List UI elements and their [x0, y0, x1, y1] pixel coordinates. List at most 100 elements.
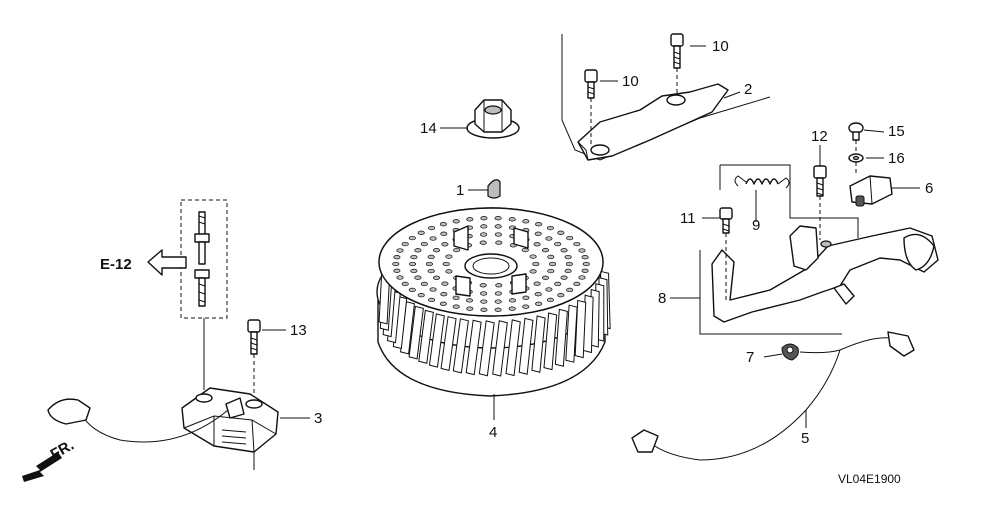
flywheel-hole	[466, 217, 474, 222]
callout-16: 16	[888, 150, 905, 167]
stud-dashed-box	[180, 199, 228, 390]
callout-5: 5	[801, 430, 809, 447]
flywheel-fin	[492, 320, 508, 377]
flywheel-hole	[535, 301, 543, 306]
flywheel-hole	[564, 268, 572, 274]
flywheel-hole	[442, 261, 450, 267]
flywheel-hole	[565, 261, 573, 267]
flywheel-hole	[560, 248, 568, 253]
flywheel-hole	[534, 231, 542, 236]
flywheel-fin	[408, 305, 424, 360]
ignition-coil-3	[47, 387, 279, 470]
flywheel-hole	[429, 287, 437, 292]
flywheel-fin	[574, 299, 587, 359]
flywheel-fin	[440, 316, 457, 371]
callout-3: 3	[314, 410, 322, 427]
callout-6: 6	[925, 180, 933, 197]
flywheel-hole	[465, 298, 474, 303]
callout-8: 8	[658, 290, 666, 307]
bolt-10-upper	[670, 33, 684, 95]
flywheel-hole	[401, 241, 409, 247]
flywheel-hole	[541, 248, 550, 253]
spring-9	[734, 175, 790, 189]
flywheel-hole	[417, 230, 425, 235]
callout-1: 1	[456, 182, 464, 199]
flywheel-hole	[560, 275, 568, 280]
flywheel-hole	[427, 254, 435, 260]
drawing-code: VL04E1900	[838, 472, 901, 486]
flywheel-hole	[439, 222, 447, 227]
flywheel-hole	[417, 293, 425, 298]
flywheel-hole	[408, 235, 416, 241]
flywheel-hole	[578, 275, 586, 280]
flywheel-hole	[428, 225, 436, 231]
flywheel-hole	[546, 225, 554, 231]
flywheel-hole	[480, 299, 488, 304]
flywheel-hole	[396, 275, 404, 280]
flywheel-hole	[401, 281, 409, 287]
flywheel-hole	[494, 216, 502, 221]
flywheel-hole	[429, 236, 437, 241]
flywheel-hole	[427, 268, 435, 274]
flywheel-hole	[566, 235, 574, 241]
flywheel-hole	[480, 307, 488, 312]
flywheel-hole	[441, 281, 449, 286]
flywheel-fin	[478, 320, 495, 377]
flywheel-hole	[479, 283, 487, 288]
flywheel-fin	[418, 309, 434, 364]
flywheel-hole	[547, 268, 555, 274]
flywheel-4	[376, 207, 611, 397]
flywheel-hole	[425, 261, 433, 267]
flywheel-hole	[393, 268, 401, 273]
flywheel-hole	[557, 293, 565, 298]
flywheel-hole	[453, 247, 461, 253]
flywheel-hole	[420, 241, 428, 247]
flywheel-hole	[522, 304, 530, 309]
flywheel-fin	[428, 313, 445, 368]
flywheel-hole	[573, 281, 581, 287]
flywheel-hole	[545, 236, 553, 241]
callout-9: 9	[752, 217, 760, 234]
flywheel-fin	[543, 312, 558, 371]
stop-switch-6	[849, 175, 893, 207]
flywheel-hole	[532, 261, 540, 267]
flywheel-hole	[554, 281, 562, 287]
flywheel-fin	[465, 319, 482, 376]
flywheel-fin	[452, 318, 469, 374]
ground-wire-5	[631, 331, 915, 461]
callout-7: 7	[746, 349, 754, 366]
flywheel-hole	[439, 301, 447, 306]
callout-2: 2	[744, 81, 752, 98]
flywheel-hole	[535, 222, 543, 227]
flywheel-hole	[414, 248, 422, 253]
callout-13: 13	[290, 322, 307, 339]
flywheel-fin	[505, 319, 521, 377]
flywheel-fins	[378, 270, 611, 377]
flywheel-hole	[566, 287, 574, 293]
flywheel-hole	[547, 254, 555, 260]
flywheel-hole	[392, 261, 400, 267]
flywheel-hole	[564, 254, 572, 260]
flywheel-hole	[432, 275, 441, 280]
flywheel-hole	[414, 275, 422, 280]
washer-16	[848, 153, 864, 176]
callout-14: 14	[420, 120, 437, 137]
flywheel-hole	[573, 241, 581, 247]
flywheel-hole	[494, 307, 502, 312]
flywheel-hole	[494, 232, 502, 237]
flywheel-hole	[545, 287, 553, 292]
flywheel-hole	[534, 292, 542, 297]
flywheel-hole	[581, 268, 589, 273]
flywheel-hole	[396, 248, 404, 253]
front-arrow	[22, 452, 62, 482]
flywheel-hole	[549, 261, 557, 267]
flywheel-fin	[518, 317, 534, 375]
flywheel-hole	[529, 254, 537, 259]
reference-arrow	[147, 249, 187, 276]
flywheel-hole	[466, 306, 474, 311]
flywheel-hole	[508, 298, 517, 303]
flywheel-hole	[410, 268, 418, 274]
flywheel-hole	[445, 269, 453, 274]
flywheel-hole	[522, 295, 530, 300]
